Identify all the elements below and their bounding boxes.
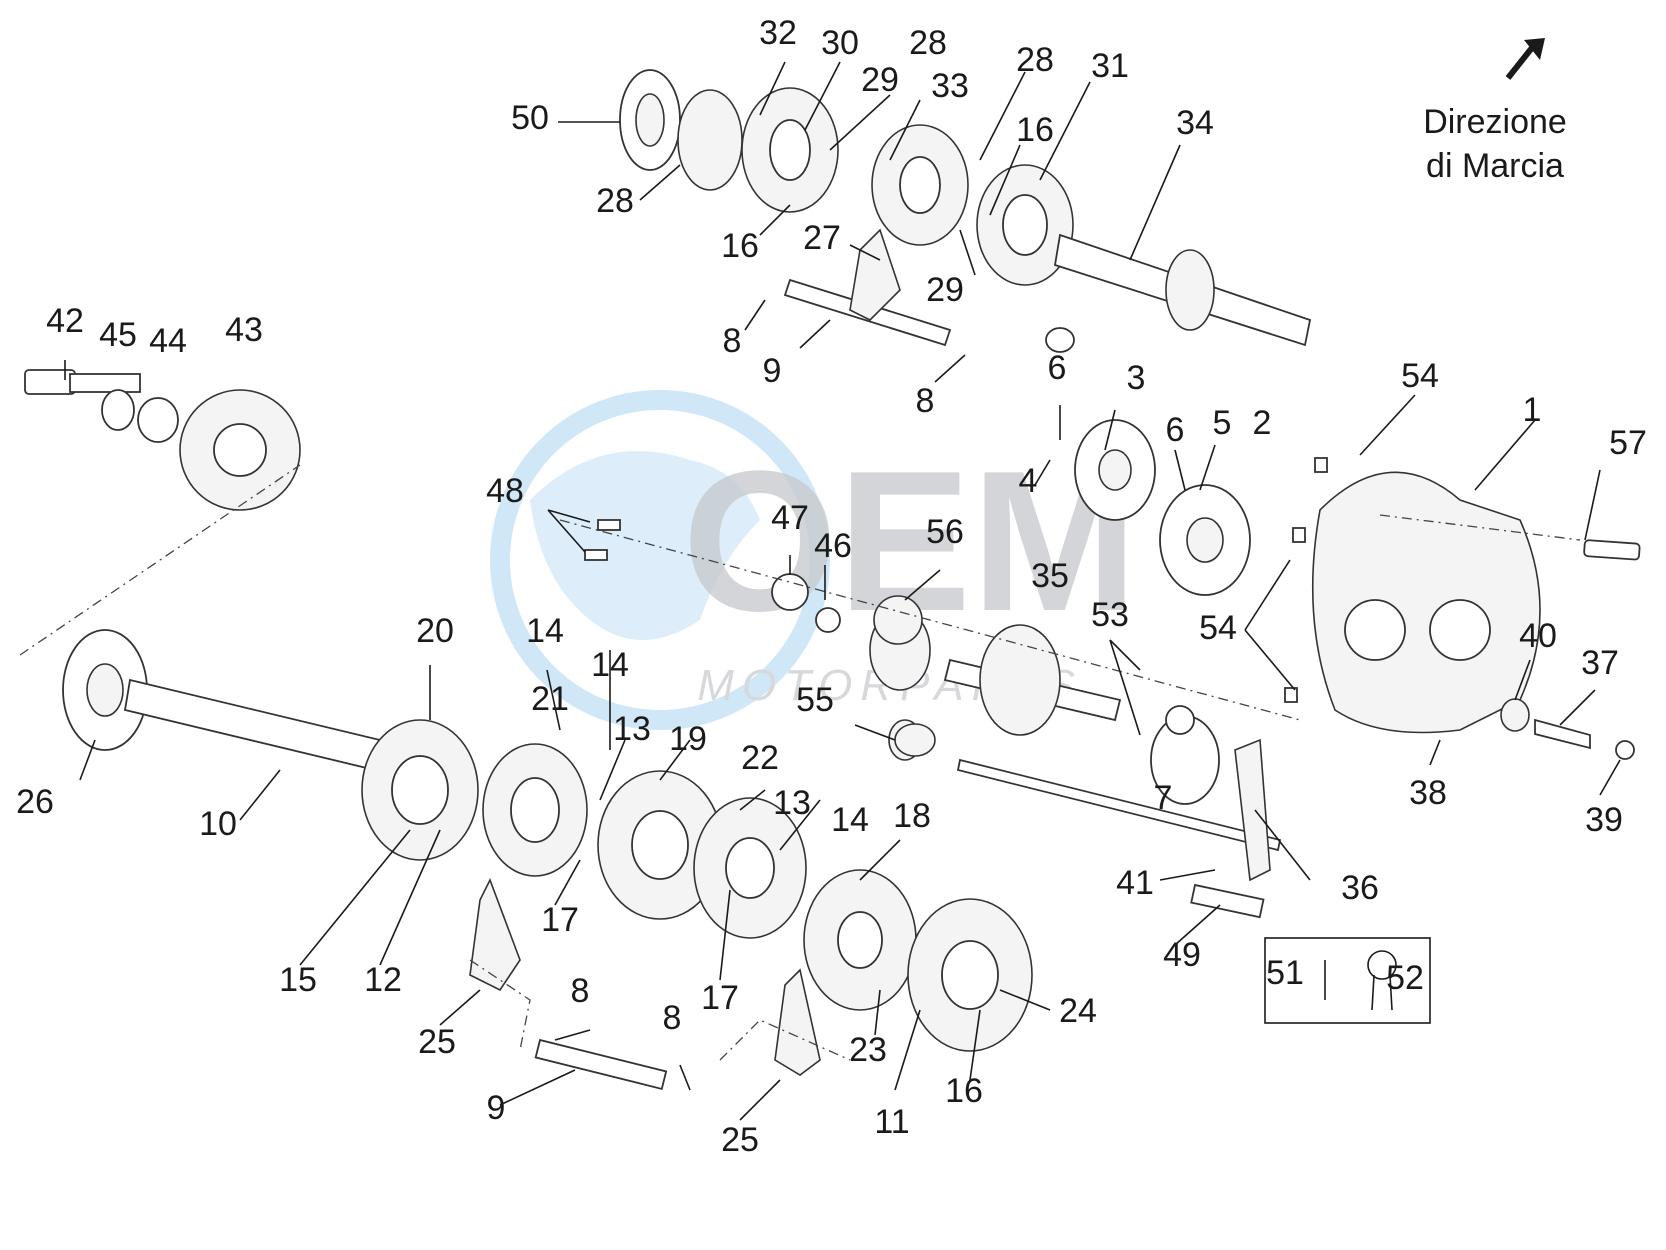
part-label: 37 — [1581, 644, 1619, 682]
part-label: 49 — [1163, 936, 1201, 974]
part-label: 14 — [831, 801, 869, 839]
part-label: 14 — [526, 612, 564, 650]
part-label: 55 — [796, 681, 834, 719]
part-label: 16 — [1016, 111, 1054, 149]
direction-label: Direzione di Marcia — [1405, 100, 1585, 188]
part-label: 51 — [1266, 954, 1304, 992]
part-label: 14 — [591, 646, 629, 684]
part-labels: 32 30 28 29 33 28 31 50 28 16 16 34 27 2… — [16, 14, 1647, 1159]
part-label: 42 — [46, 302, 84, 340]
part-label: 13 — [773, 784, 811, 822]
part-label: 10 — [199, 805, 237, 843]
direction-line-1: Direzione — [1423, 103, 1567, 141]
part-label: 9 — [487, 1089, 506, 1127]
part-label: 54 — [1401, 357, 1439, 395]
part-label: 7 — [1154, 779, 1173, 817]
part-label: 56 — [926, 513, 964, 551]
part-label: 30 — [821, 24, 859, 62]
part-label: 9 — [763, 352, 782, 390]
part-label: 25 — [721, 1121, 759, 1159]
part-label: 19 — [669, 720, 707, 758]
part-label: 12 — [364, 961, 402, 999]
center-lines — [19, 464, 1581, 1061]
part-label: 28 — [596, 182, 634, 220]
part-label: 21 — [531, 680, 569, 718]
part-label: 8 — [723, 322, 742, 360]
part-label: 28 — [1016, 41, 1054, 79]
part-label: 2 — [1253, 404, 1272, 442]
part-label: 13 — [613, 710, 651, 748]
leader-lines — [64, 61, 1621, 1121]
part-label: 8 — [571, 972, 590, 1010]
part-label: 45 — [99, 316, 137, 354]
main-shaft-assembly — [62, 629, 1033, 1091]
part-label: 27 — [803, 219, 841, 257]
part-label: 33 — [931, 67, 969, 105]
gearbox-cover — [1284, 457, 1641, 760]
part-label: 57 — [1609, 424, 1647, 462]
part-label: 48 — [486, 472, 524, 510]
globe-icon — [490, 390, 830, 730]
part-label: 38 — [1409, 774, 1447, 812]
part-label: 16 — [945, 1072, 983, 1110]
part-label: 8 — [663, 999, 682, 1037]
part-label: 52 — [1386, 959, 1424, 997]
part-label: 8 — [916, 382, 935, 420]
part-label: 17 — [701, 979, 739, 1017]
part-label: 24 — [1059, 992, 1097, 1030]
part-label: 46 — [814, 527, 852, 565]
part-label: 47 — [771, 499, 809, 537]
part-label: 53 — [1091, 596, 1129, 634]
selector-drum-assembly — [869, 327, 1282, 882]
arrow-up-right-icon — [1505, 38, 1545, 80]
sprocket-assembly — [24, 369, 301, 511]
part-label: 16 — [721, 227, 759, 265]
part-label: 28 — [909, 24, 947, 62]
part-label: 50 — [511, 99, 549, 137]
part-label: 39 — [1585, 801, 1623, 839]
part-label: 41 — [1116, 864, 1154, 902]
part-label: 18 — [893, 797, 931, 835]
upper-shaft-assembly — [619, 69, 1312, 347]
part-label: 15 — [279, 961, 317, 999]
part-label: 34 — [1176, 104, 1214, 142]
part-label: 36 — [1341, 869, 1379, 907]
watermark: OEM MOTORPARTS — [490, 390, 1138, 730]
part-label: 23 — [849, 1031, 887, 1069]
part-label: 5 — [1213, 404, 1232, 442]
part-label: 43 — [225, 311, 263, 349]
part-label: 1 — [1523, 391, 1542, 429]
part-label: 54 — [1199, 609, 1237, 647]
part-label: 6 — [1166, 411, 1185, 449]
part-label: 17 — [541, 901, 579, 939]
part-label: 11 — [874, 1103, 909, 1141]
part-label: 32 — [759, 14, 797, 52]
part-label: 44 — [149, 322, 187, 360]
part-label: 4 — [1019, 462, 1038, 500]
part-label: 26 — [16, 783, 54, 821]
direction-line-2: di Marcia — [1426, 147, 1564, 185]
part-label: 29 — [861, 61, 899, 99]
part-label: 22 — [741, 739, 779, 777]
detail-box — [1264, 937, 1431, 1024]
part-label: 29 — [926, 271, 964, 309]
part-label: 3 — [1127, 359, 1146, 397]
part-label: 40 — [1519, 617, 1557, 655]
part-label: 25 — [418, 1023, 456, 1061]
part-label: 31 — [1091, 47, 1129, 85]
part-label: 35 — [1031, 557, 1069, 595]
part-label: 20 — [416, 612, 454, 650]
part-label: 6 — [1048, 349, 1067, 387]
